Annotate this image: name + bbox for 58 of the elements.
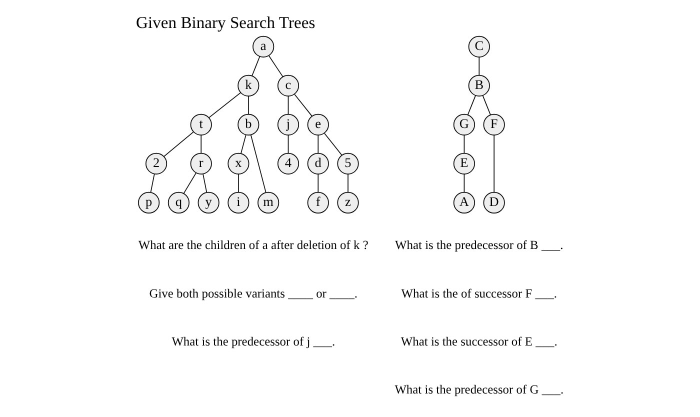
connector: [208, 92, 241, 118]
node-circle: d: [306, 152, 328, 174]
node-circle: b: [237, 114, 259, 136]
node-circle: A: [452, 192, 474, 214]
connector: [240, 134, 246, 154]
connector: [268, 55, 283, 77]
node-circle: B: [468, 74, 490, 96]
node-circle: e: [306, 114, 328, 136]
node-circle: x: [227, 152, 249, 174]
connector: [317, 174, 318, 193]
diagram-title: Given Binary Search Trees: [136, 12, 315, 32]
connector: [463, 134, 464, 154]
connector: [182, 172, 196, 194]
label: What is the predecessor of j ___.: [171, 334, 335, 348]
connector: [482, 95, 490, 116]
node-circle: k: [237, 74, 259, 96]
node-circle: r: [190, 152, 212, 174]
node-circle: 5: [336, 152, 358, 174]
connector: [150, 174, 154, 193]
label: What are the children of a after deletion of k ?: [138, 238, 368, 252]
node-circle: E: [452, 152, 474, 174]
node-circle: z: [336, 192, 358, 214]
connector: [202, 174, 207, 193]
node-circle: c: [276, 74, 299, 96]
connector: [463, 174, 464, 193]
connector: [200, 134, 202, 154]
connector: [250, 134, 266, 193]
node-circle: 2: [145, 152, 167, 174]
connector: [163, 132, 194, 157]
label: Give both possible variants ____ or ____.: [148, 286, 358, 300]
node-circle: a: [252, 36, 274, 58]
connector: [478, 56, 480, 76]
connector: [324, 133, 342, 156]
label: What is the of successor F ___.: [400, 286, 557, 300]
node-circle: j: [276, 114, 299, 136]
connector: [317, 134, 318, 154]
node-circle: D: [482, 192, 504, 214]
connector: [493, 134, 494, 193]
connector: [287, 134, 288, 154]
node-circle: y: [197, 192, 219, 214]
label: What is the successor of E ___.: [400, 334, 557, 348]
node-circle: f: [306, 192, 328, 214]
node-circle: q: [167, 192, 189, 214]
node-circle: p: [138, 192, 160, 214]
connector: [347, 174, 348, 193]
node-circle: m: [257, 192, 279, 214]
node-circle: t: [190, 114, 212, 136]
connector: [251, 56, 260, 76]
node-circle: 4: [276, 152, 299, 174]
label: What is the predecessor of B ___.: [394, 238, 563, 252]
node-circle: F: [482, 114, 504, 136]
connector: [466, 95, 476, 116]
connector: [287, 96, 288, 115]
node-circle: C: [468, 36, 490, 58]
node-circle: G: [452, 114, 474, 136]
node-circle: i: [227, 192, 249, 214]
connector: [294, 94, 312, 117]
label: What is the predecessor of G ___.: [394, 382, 564, 397]
